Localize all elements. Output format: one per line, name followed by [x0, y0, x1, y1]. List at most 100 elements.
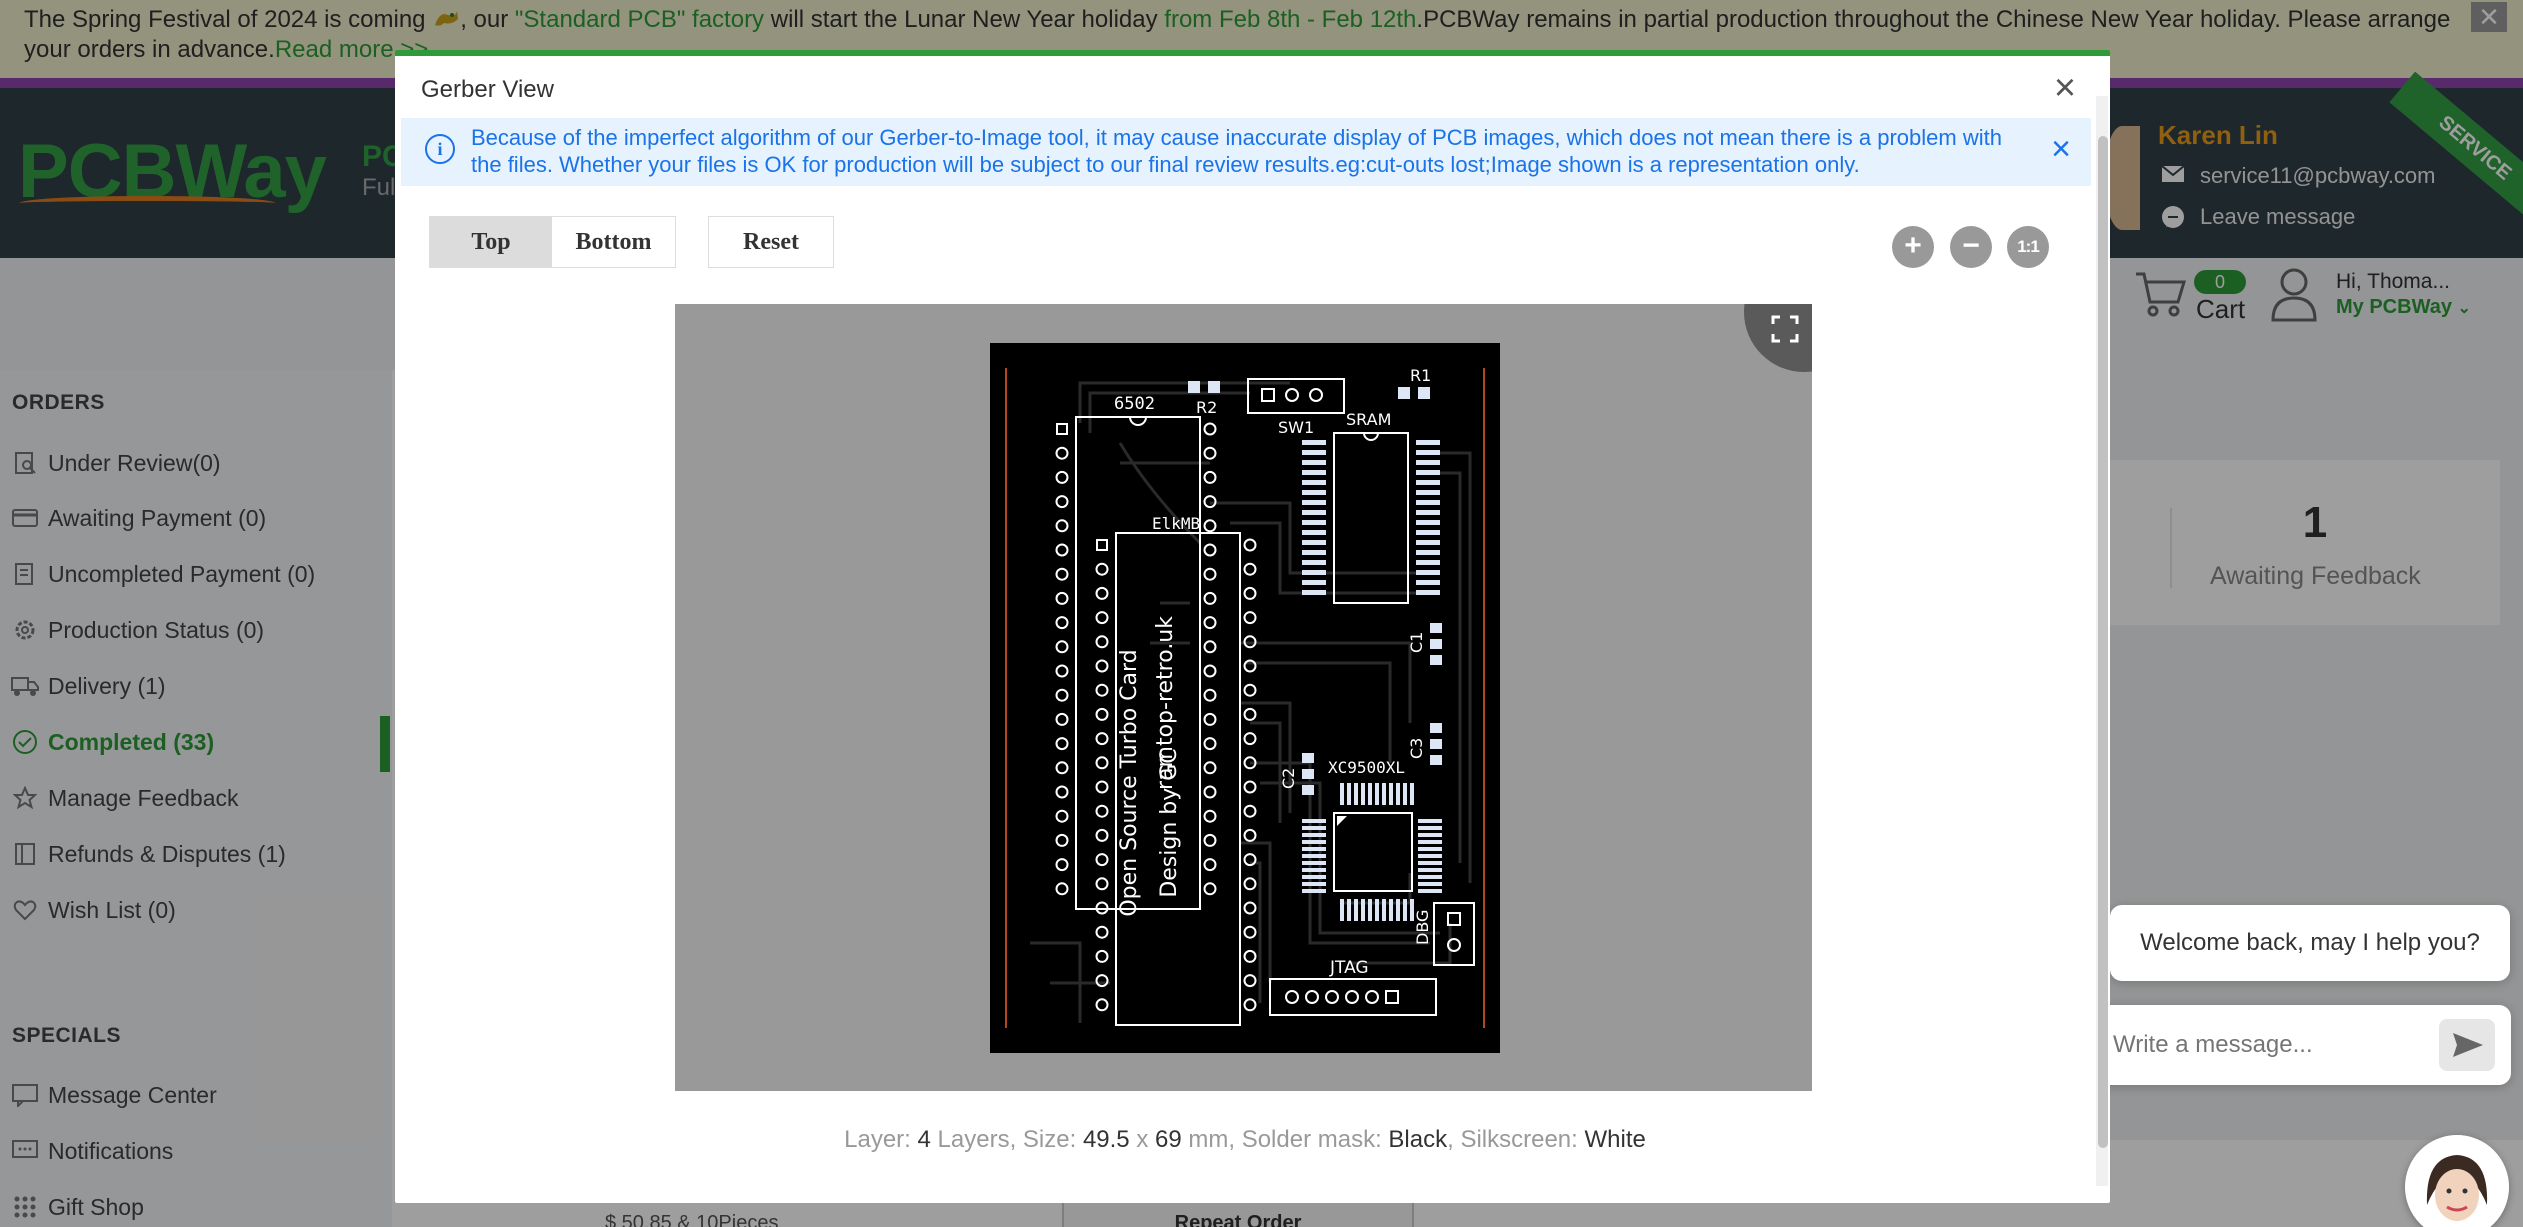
banner-close-button[interactable]: ✕: [2471, 2, 2507, 32]
awaiting-feedback-count[interactable]: 1: [2302, 498, 2328, 547]
sram-pad: [1302, 520, 1326, 525]
pcb-label-xc9500xl: XC9500XL: [1328, 758, 1405, 777]
sidebar-item-refunds-disputes[interactable]: Refunds & Disputes (1): [10, 834, 286, 874]
cpld-pad: [1347, 899, 1351, 921]
zoom-out-button[interactable]: −: [1950, 226, 1992, 268]
sidebar-item-completed[interactable]: Completed (33): [10, 722, 214, 762]
pcb-pin: [1243, 853, 1257, 867]
sidebar-item-wish-list[interactable]: Wish List (0): [10, 890, 176, 930]
chat-agent-avatar[interactable]: [2405, 1135, 2509, 1227]
reset-button[interactable]: Reset: [708, 216, 834, 268]
sidebar-item-under-review[interactable]: Under Review(0): [10, 443, 221, 483]
cart-icon[interactable]: [2134, 270, 2188, 318]
pcb-pin: [1095, 635, 1109, 649]
pcb-viewer[interactable]: 6502 ElkMB ramtop-retro.uk Open Source T…: [675, 304, 1812, 1091]
sidebar-item-message-center[interactable]: Message Center: [10, 1075, 217, 1115]
cpld-pad: [1382, 783, 1386, 805]
tab-top[interactable]: Top: [430, 217, 552, 267]
cpld-pad: [1302, 854, 1326, 858]
pcb-pin: [1243, 611, 1257, 625]
pcb-image: 6502 ElkMB ramtop-retro.uk Open Source T…: [990, 343, 1500, 1053]
leave-message-link[interactable]: Leave message: [2200, 204, 2356, 229]
cpld-pad: [1347, 783, 1351, 805]
tab-bottom[interactable]: Bottom: [552, 217, 675, 267]
sram-pad: [1302, 460, 1326, 465]
chat-message-input[interactable]: [2113, 1025, 2433, 1065]
pcb-pin: [1243, 707, 1257, 721]
user-icon[interactable]: [2270, 266, 2318, 322]
sidebar-item-notifications[interactable]: Notifications: [10, 1131, 173, 1171]
pcb-pin: [1095, 949, 1109, 963]
zoom-actual-size-button[interactable]: 1:1: [2007, 226, 2049, 268]
pcb-pin: [1095, 732, 1109, 746]
sram-pad: [1302, 500, 1326, 505]
banner-text: The Spring Festival of 2024 is coming: [24, 6, 433, 33]
pcb-pin: [1095, 586, 1109, 600]
pcb-pin: [1055, 761, 1069, 775]
pcb-pin: [1243, 562, 1257, 576]
info-notice: i Because of the imperfect algorithm of …: [401, 118, 2091, 186]
pcb-pin: [1095, 683, 1109, 697]
fullscreen-icon[interactable]: [1770, 314, 1800, 344]
pcb-pin: [1095, 707, 1109, 721]
standard-pcb-link[interactable]: "Standard PCB" factory: [514, 6, 765, 33]
notification-icon: [10, 1138, 40, 1164]
sidebar-item-delivery[interactable]: Delivery (1): [10, 666, 166, 706]
pcb-pin: [1055, 616, 1069, 630]
notice-close-button[interactable]: ×: [2051, 130, 2071, 168]
cart-label[interactable]: Cart: [2196, 294, 2246, 324]
repeat-order-button[interactable]: Repeat Order: [1062, 1200, 1414, 1227]
pcb-pin: [1243, 732, 1257, 746]
sidebar-item-production-status[interactable]: Production Status (0): [10, 610, 264, 650]
modal-title: Gerber View: [421, 76, 554, 103]
pcb-label-c1: C1: [1407, 632, 1426, 653]
sram-pad: [1416, 580, 1440, 585]
sidebar-item-manage-feedback[interactable]: Manage Feedback: [10, 778, 239, 818]
cpld-pad: [1389, 899, 1393, 921]
cpld-pad: [1418, 826, 1442, 830]
send-button[interactable]: [2439, 1019, 2495, 1071]
orders-heading: ORDERS: [12, 391, 105, 414]
cpld-pad: [1361, 899, 1365, 921]
holiday-dates: from Feb 8th - Feb 12th: [1164, 6, 1417, 33]
sidebar-item-gift-shop[interactable]: Gift Shop: [10, 1187, 144, 1227]
modal-scroll-thumb[interactable]: [2098, 136, 2108, 1148]
pcb-pin: [1095, 659, 1109, 673]
pcb-pin: [1055, 785, 1069, 799]
pcb-label-dbg: DBG: [1413, 910, 1432, 945]
pcb-pin: [1095, 877, 1109, 891]
sram-pad: [1302, 530, 1326, 535]
modal-close-button[interactable]: ×: [2053, 67, 2077, 109]
pcb-pin: [1203, 640, 1217, 654]
pcb-pin: [1055, 591, 1069, 605]
pcb-pin: [1203, 688, 1217, 702]
my-pcbway-menu[interactable]: My PCBWay ⌄: [2336, 296, 2471, 318]
sidebar-item-awaiting-payment[interactable]: Awaiting Payment (0): [10, 498, 266, 538]
rep-email[interactable]: service11@pcbway.com: [2200, 163, 2436, 188]
truck-icon: [10, 673, 40, 699]
pcb-pin: [1243, 998, 1257, 1012]
cpld-pad: [1410, 899, 1414, 921]
pcb-label-sram: SRAM: [1346, 410, 1391, 429]
gerber-view-modal: Gerber View × i Because of the imperfect…: [395, 50, 2110, 1203]
cpld-pad: [1354, 783, 1358, 805]
pcb-label-jtag: JTAG: [1329, 958, 1369, 978]
zoom-in-button[interactable]: +: [1892, 226, 1934, 268]
pcb-label-r2: R2: [1196, 398, 1217, 417]
cpld-pad: [1418, 861, 1442, 865]
board-specs: Layer: 4 Layers, Size: 49.5 x 69 mm, Sol…: [844, 1126, 1646, 1153]
chat-welcome-bubble[interactable]: Welcome back, may I help you?: [2110, 905, 2510, 981]
cpld-pad: [1418, 847, 1442, 851]
pcb-pin: [1095, 901, 1109, 915]
cpld-pad: [1340, 899, 1344, 921]
pcb-pin: [1055, 712, 1069, 726]
pcb-pin: [1243, 538, 1257, 552]
review-icon: [10, 450, 40, 476]
cart-count-badge: 0: [2194, 270, 2246, 294]
cpld-pad: [1340, 783, 1344, 805]
sram-pad: [1416, 490, 1440, 495]
sidebar-item-uncompleted-payment[interactable]: Uncompleted Payment (0): [10, 554, 315, 594]
document-icon: [10, 561, 40, 587]
pcb-pin: [1243, 756, 1257, 770]
notice-text: Because of the imperfect algorithm of ou…: [471, 125, 2002, 177]
